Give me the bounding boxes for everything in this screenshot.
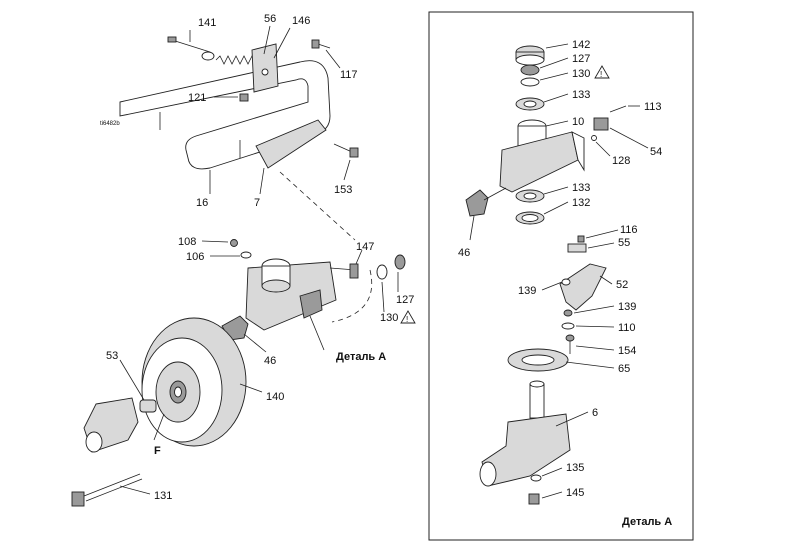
callout-145: 145	[566, 487, 584, 499]
callout-55: 55	[618, 237, 630, 249]
frame-handle-assembly	[119, 36, 359, 170]
callout-128: 128	[612, 155, 630, 167]
callout-6: 6	[592, 407, 598, 419]
svg-text:!: !	[600, 70, 602, 79]
detail-a-panel	[428, 11, 694, 541]
callout-130: 130	[380, 312, 398, 324]
callout-56: 56	[264, 13, 276, 25]
callout-16: 16	[196, 197, 208, 209]
callout-116: 116	[620, 224, 638, 236]
detail-a-label: Деталь A	[336, 351, 386, 363]
callout-127-detail: 127	[572, 53, 590, 65]
callout-142: 142	[572, 39, 590, 51]
figure-reference: ti6482b	[100, 121, 120, 127]
callout-110: 110	[618, 322, 636, 334]
left-leader-lines	[119, 25, 399, 495]
detail-a-caption: Деталь A	[622, 516, 672, 528]
callout-117: 117	[340, 69, 358, 81]
warning-triangle-icon: !	[400, 310, 416, 324]
callout-65: 65	[618, 363, 630, 375]
callout-53: 53	[106, 350, 118, 362]
warning-triangle-icon: !	[594, 65, 610, 79]
callout-133-lower: 133	[572, 182, 590, 194]
callout-132: 132	[572, 197, 590, 209]
callout-10: 10	[572, 116, 584, 128]
svg-text:!: !	[406, 315, 408, 324]
callout-131: 131	[154, 490, 172, 502]
callout-139-right: 139	[618, 301, 636, 313]
callout-130-detail: 130	[572, 68, 590, 80]
callout-7: 7	[254, 197, 260, 209]
callout-106: 106	[186, 251, 204, 263]
callout-113: 113	[644, 101, 662, 113]
callout-146: 146	[292, 15, 310, 27]
callout-153: 153	[334, 184, 352, 196]
callout-108: 108	[178, 236, 196, 248]
callout-135: 135	[566, 462, 584, 474]
callout-54: 54	[650, 146, 662, 158]
callout-46-detail: 46	[458, 247, 470, 259]
callout-127: 127	[396, 294, 414, 306]
callout-52: 52	[616, 279, 628, 291]
callout-141: 141	[198, 17, 216, 29]
callout-121: 121	[188, 92, 206, 104]
detail-a-parts	[465, 45, 627, 505]
callout-154: 154	[618, 345, 636, 357]
callout-139-left: 139	[518, 285, 536, 297]
wheel-assembly	[71, 317, 247, 507]
right-leader-lines	[469, 43, 649, 499]
caster-assembly	[221, 239, 406, 341]
callout-46: 46	[264, 355, 276, 367]
callout-147: 147	[356, 241, 374, 253]
marker-f: F	[154, 445, 161, 457]
callout-133-upper: 133	[572, 89, 590, 101]
callout-140: 140	[266, 391, 284, 403]
